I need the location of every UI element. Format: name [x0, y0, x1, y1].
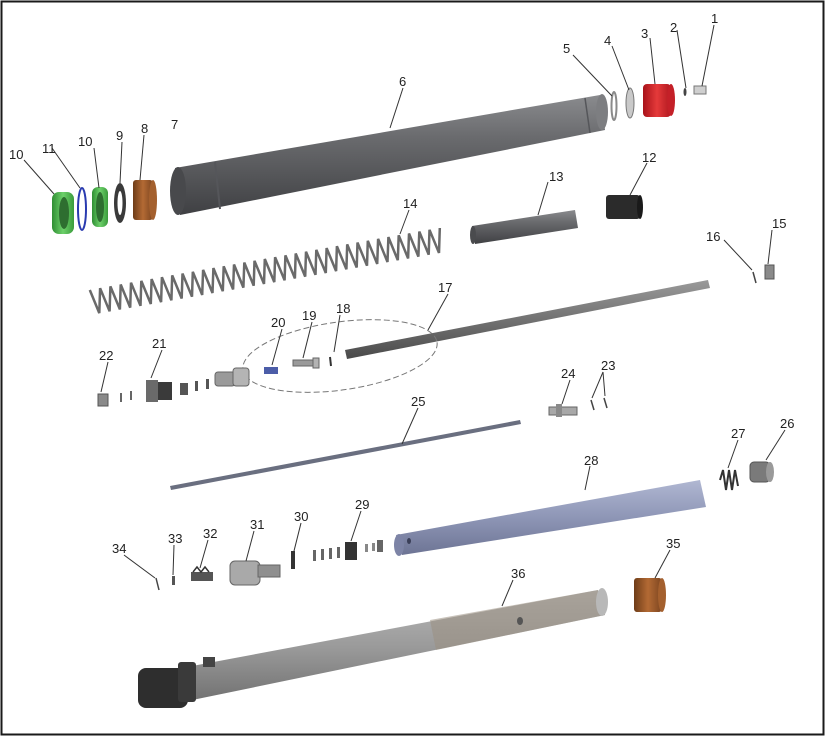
callout-25: 25	[411, 394, 425, 409]
part-35-bushing	[634, 578, 666, 612]
callout-28: 28	[584, 453, 598, 468]
callout-leaders	[23, 24, 786, 607]
callout-24: 24	[561, 366, 575, 381]
part-28-inner-tube	[394, 480, 706, 556]
callout-33: 33	[168, 531, 182, 546]
part-4-washer	[625, 87, 635, 119]
callout-labels: 1 2 3 4 5 6 7 8 9 10 11 10 12 13 14 15 1…	[9, 11, 794, 581]
part-36-lower-leg	[138, 588, 608, 708]
callout-30: 30	[294, 509, 308, 524]
part-18-pin	[329, 356, 332, 367]
callout-3: 3	[641, 26, 648, 41]
callout-9: 9	[116, 128, 123, 143]
part-20-spring-small	[264, 367, 278, 374]
part-12-spacer	[606, 195, 643, 219]
callout-10-left: 10	[9, 147, 23, 162]
callout-20: 20	[271, 315, 285, 330]
part-15-nut	[764, 264, 775, 280]
part-17-damper-rod	[345, 280, 710, 359]
part-13-cartridge-head	[470, 210, 578, 244]
callout-27: 27	[731, 426, 745, 441]
callout-21: 21	[152, 336, 166, 351]
part-19-needle	[292, 357, 320, 369]
callout-6: 6	[399, 74, 406, 89]
part-32-bolt	[191, 565, 213, 581]
callout-5: 5	[563, 41, 570, 56]
callout-34: 34	[112, 541, 126, 556]
callout-12: 12	[642, 150, 656, 165]
callout-16: 16	[706, 229, 720, 244]
callout-22: 22	[99, 348, 113, 363]
callout-36: 36	[511, 566, 525, 581]
callout-18: 18	[336, 301, 350, 316]
part-25-rod	[170, 420, 521, 490]
callout-2: 2	[670, 20, 677, 35]
callout-29: 29	[355, 497, 369, 512]
part-30-spring-clip	[291, 551, 295, 569]
callout-35: 35	[666, 536, 680, 551]
part-24-valve	[548, 404, 578, 417]
callout-11: 11	[42, 141, 56, 156]
part-16-clip	[752, 271, 757, 284]
callout-4: 4	[604, 33, 611, 48]
part-14-spring	[88, 227, 442, 314]
part-26-cap	[749, 461, 774, 483]
callout-10-right: 10	[78, 134, 92, 149]
part-31-base-valve	[229, 560, 281, 586]
part-21-piston	[120, 367, 250, 402]
part-5-oring	[610, 91, 618, 121]
callout-32: 32	[203, 526, 217, 541]
callout-15: 15	[772, 216, 786, 231]
part-8-bushing	[133, 180, 157, 220]
callout-7: 7	[171, 117, 178, 132]
part-6-outer-tube	[170, 94, 608, 215]
callout-13: 13	[549, 169, 563, 184]
part-29-shims	[313, 540, 383, 561]
callout-14: 14	[403, 196, 417, 211]
callout-8: 8	[141, 121, 148, 136]
callout-19: 19	[302, 308, 316, 323]
part-1-bolt	[693, 85, 707, 95]
part-2-oring	[683, 88, 687, 96]
part-22-nut	[97, 393, 109, 407]
part-9-washer	[114, 183, 126, 223]
part-10-seal-left	[52, 192, 74, 234]
detail-ellipse	[242, 319, 438, 393]
callout-23: 23	[601, 358, 615, 373]
part-3-top-cap	[643, 84, 675, 117]
part-23-clips	[590, 397, 608, 411]
part-33-washer	[172, 576, 175, 585]
part-11-clip	[77, 187, 87, 231]
callout-17: 17	[438, 280, 452, 295]
part-34-clip	[155, 577, 160, 591]
part-10-seal-right	[92, 187, 108, 227]
callout-31: 31	[250, 517, 264, 532]
part-27-spring	[719, 469, 739, 491]
callout-26: 26	[780, 416, 794, 431]
callout-1: 1	[711, 11, 718, 26]
